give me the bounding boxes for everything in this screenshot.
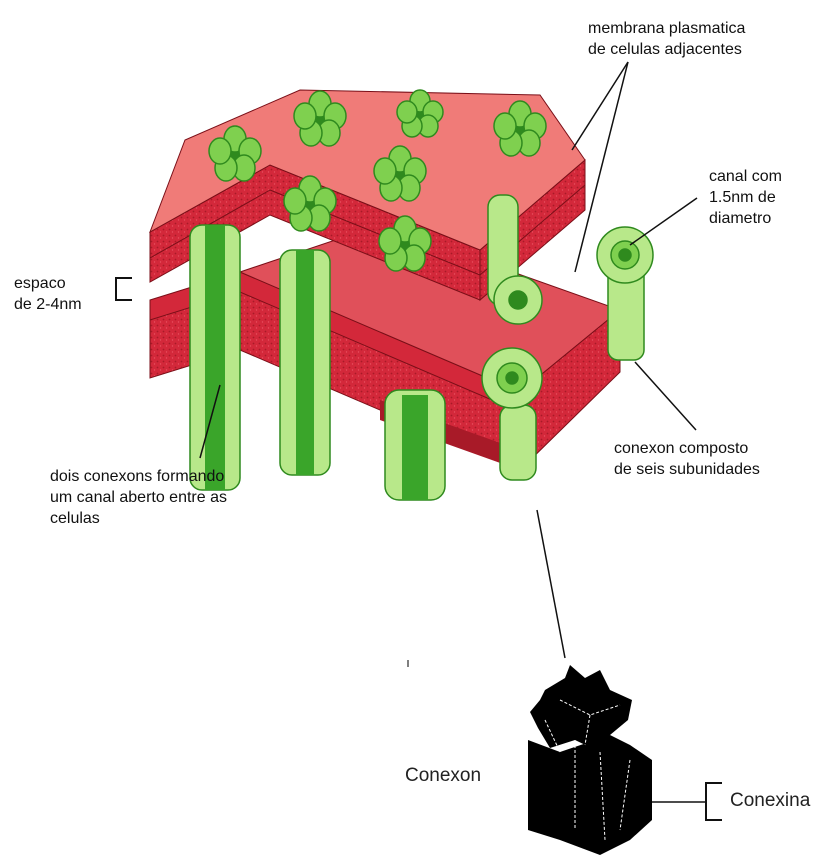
- space-label-line1: espaco: [14, 273, 82, 294]
- open-channel-label-line1: dois conexons formando: [50, 466, 227, 487]
- membrane-label: membrana plasmatica de celulas adjacente…: [588, 18, 745, 60]
- open-channel-label-line2: um canal aberto entre as: [50, 487, 227, 508]
- connexon-composite-label-line2: de seis subunidades: [614, 459, 760, 480]
- channel-label: canal com 1.5nm de diametro: [709, 166, 782, 229]
- connexon-model: [528, 665, 652, 855]
- space-label: espaco de 2-4nm: [14, 273, 82, 315]
- channel-label-line1: canal com: [709, 166, 782, 187]
- connexon-composite-label: conexon composto de seis subunidades: [614, 438, 760, 480]
- connexin-label: Conexina: [730, 790, 810, 811]
- membrane-label-line2: de celulas adjacentes: [588, 39, 745, 60]
- open-channel-label: dois conexons formando um canal aberto e…: [50, 466, 227, 529]
- membrane-label-line1: membrana plasmatica: [588, 18, 745, 39]
- channel-label-line3: diametro: [709, 208, 782, 229]
- channel-label-line2: 1.5nm de: [709, 187, 782, 208]
- open-channel-label-line3: celulas: [50, 508, 227, 529]
- connexon-label: Conexon: [405, 765, 481, 786]
- space-label-line2: de 2-4nm: [14, 294, 82, 315]
- connexin-bracket: [706, 783, 722, 820]
- space-bracket: [116, 278, 132, 300]
- connexon-composite-label-line1: conexon composto: [614, 438, 760, 459]
